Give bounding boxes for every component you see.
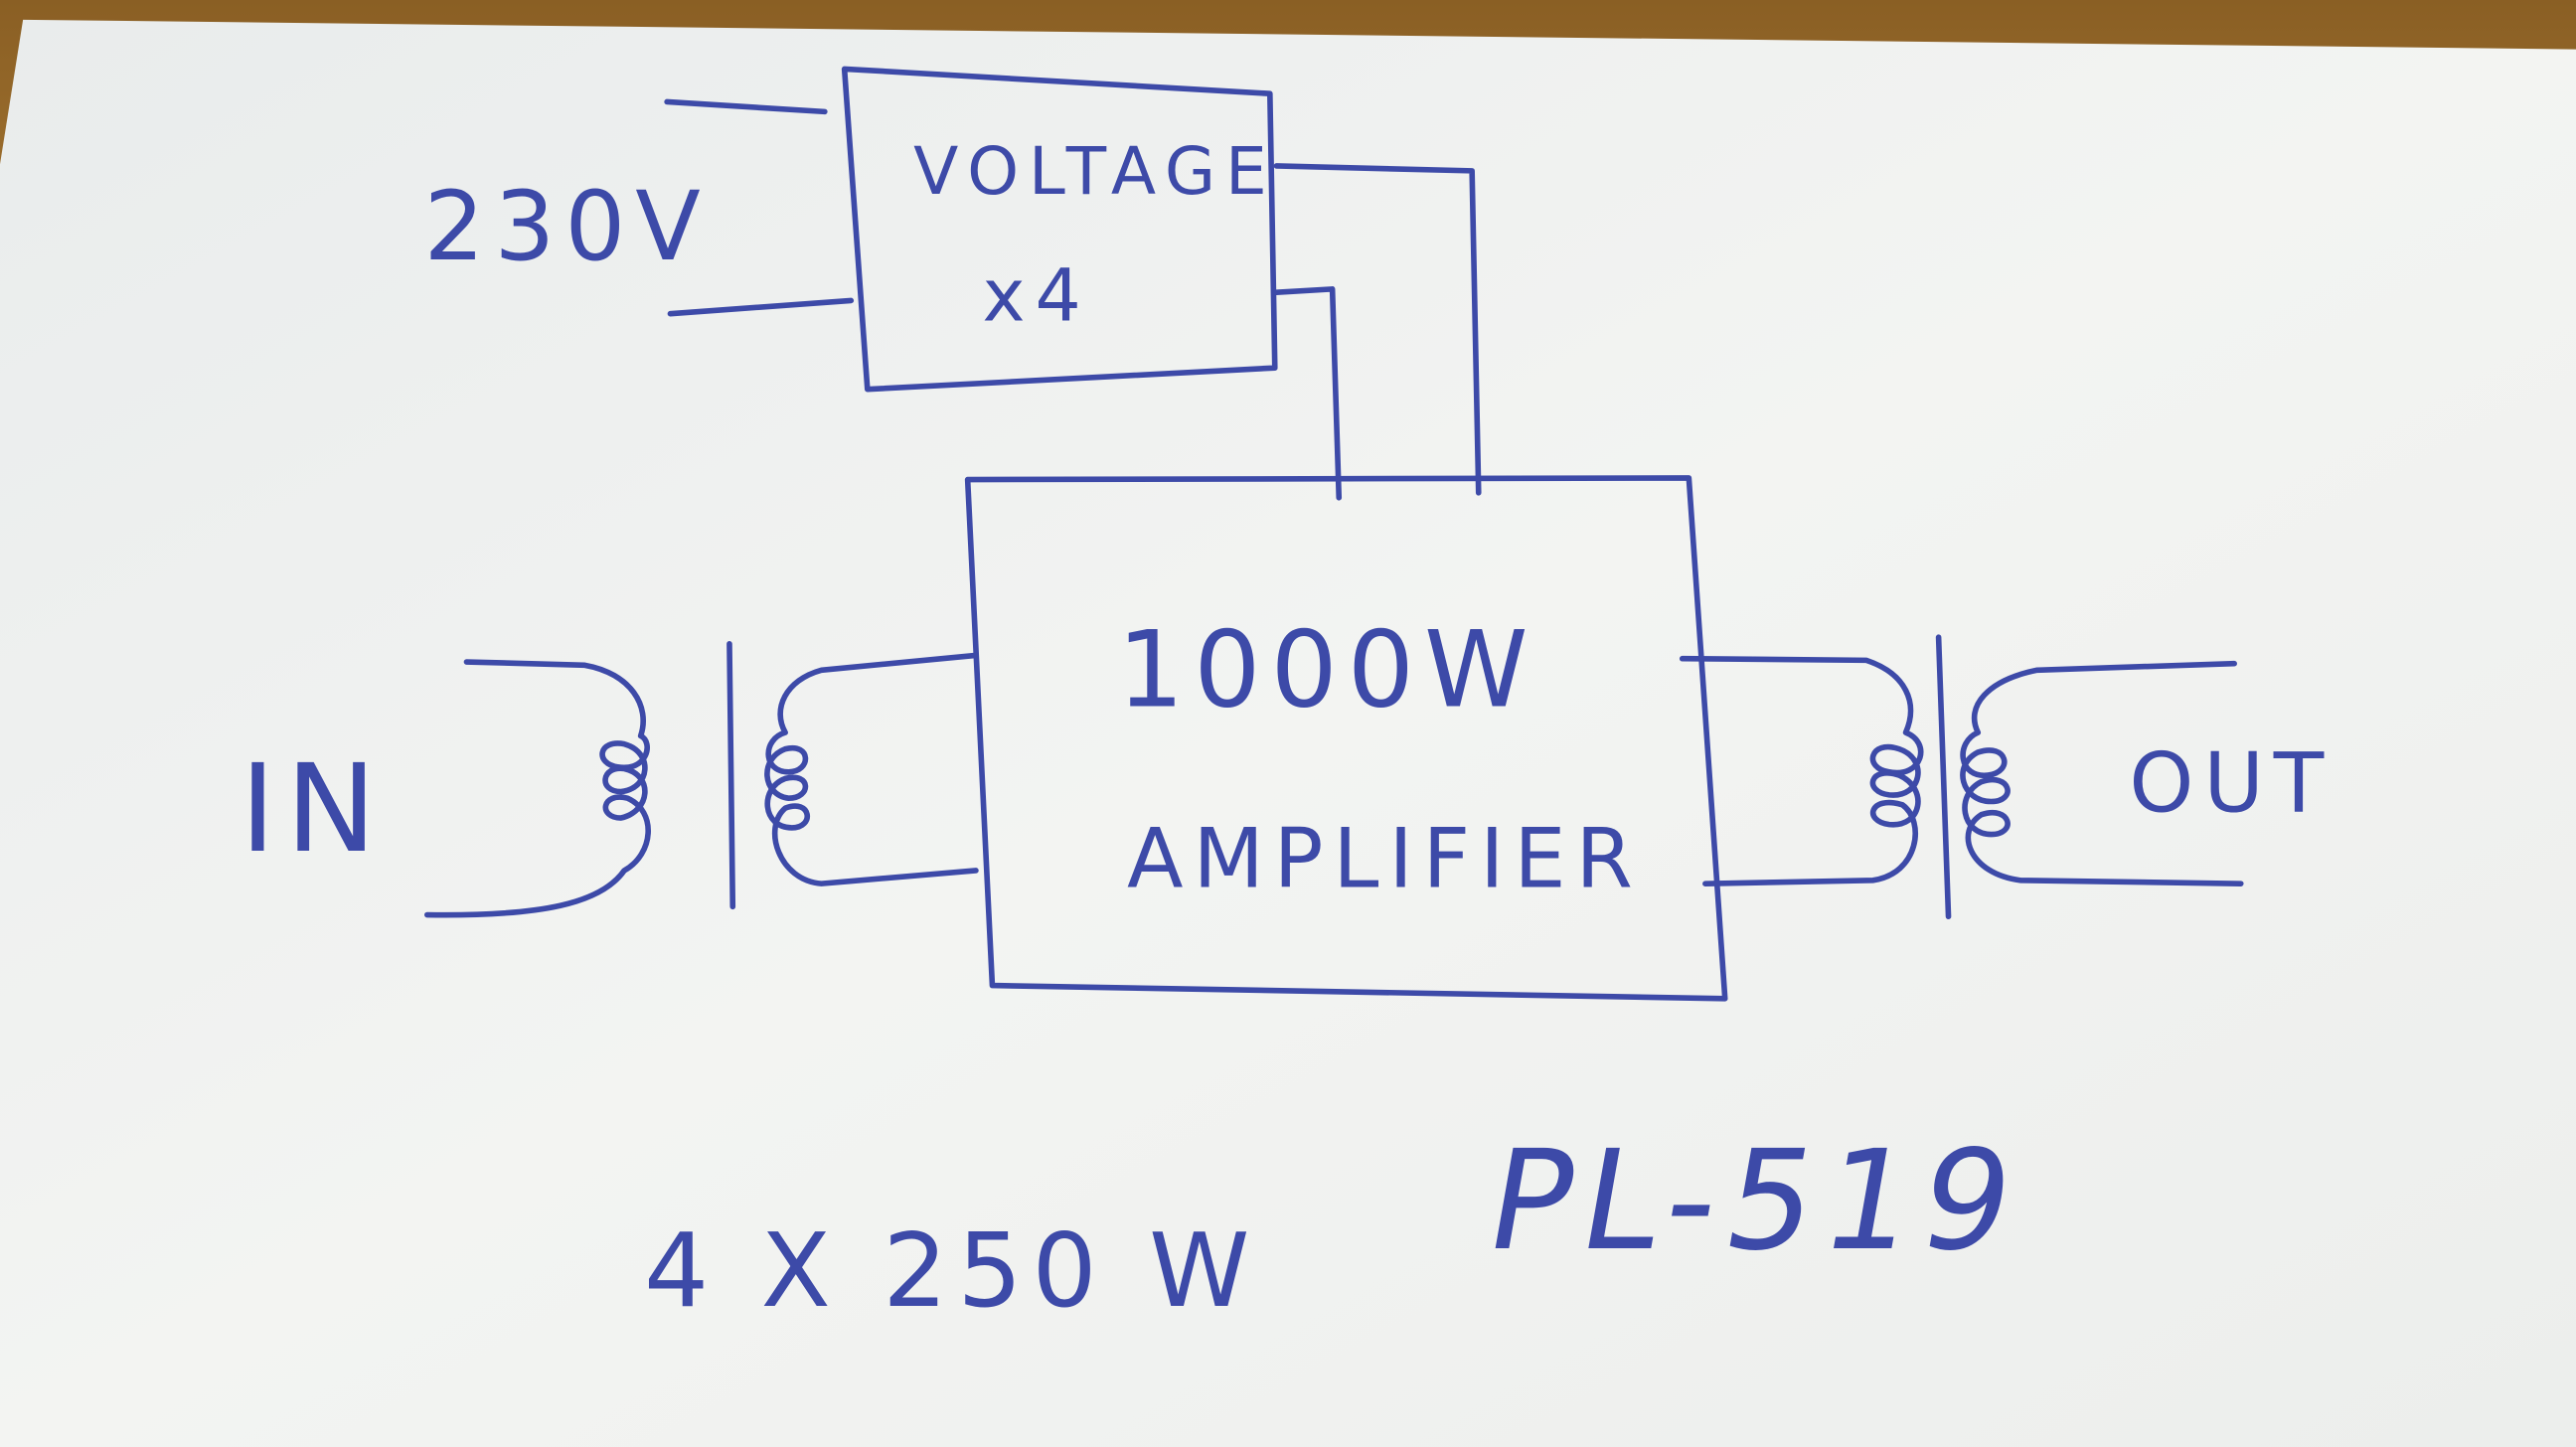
input-transformer [423,641,979,918]
input-label: IN [240,737,386,880]
multiplier-label-line1: VOLTAGE [913,133,1277,210]
multiplier-label-line2: x4 [983,253,1091,338]
amplifier-label-line1: 1000W [1117,609,1537,731]
mains-input-wires [664,98,855,317]
mains-voltage-label: 230V [423,171,710,282]
voltage-multiplier-block: VOLTAGE x4 [841,66,1278,393]
tube-count-note: 4 X 250 W [644,1212,1259,1331]
hv-feed-lines [1273,163,1482,501]
output-transformer [1679,634,2244,919]
amplifier-label-line2: AMPLIFIER [1127,811,1643,906]
connector-note: PL-519 [1476,1120,2034,1281]
paper-sheet [0,19,2576,1447]
amplifier-block: 1000W AMPLIFIER [964,475,1728,1002]
output-label: OUT [2129,735,2334,831]
